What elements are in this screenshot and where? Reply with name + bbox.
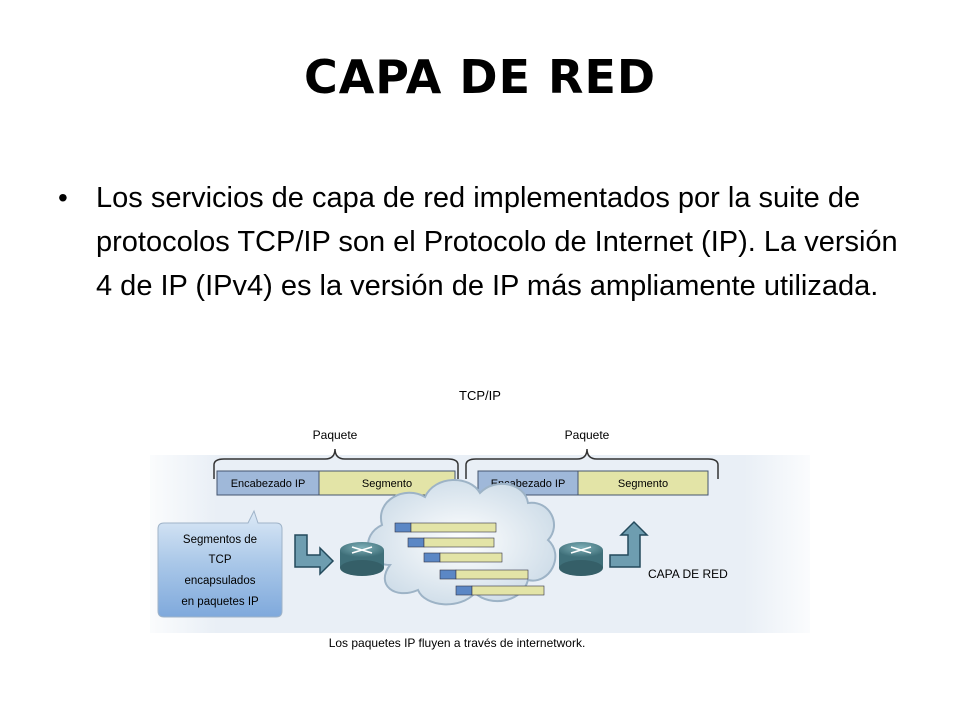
layer-label: CAPA DE RED bbox=[648, 567, 728, 581]
stream-packet-segment bbox=[423, 537, 495, 548]
packet-brace-left bbox=[213, 448, 459, 479]
ip-header-left-box bbox=[216, 470, 320, 496]
packet-label-right: Paquete bbox=[565, 428, 610, 442]
stream-packet-segment bbox=[471, 585, 545, 596]
stream-packet-segment bbox=[439, 552, 503, 563]
stream-packet-header bbox=[394, 522, 412, 533]
segment-right-box bbox=[577, 470, 709, 496]
callout-line-3: encapsulados bbox=[185, 575, 256, 587]
bullet-text: Los servicios de capa de red implementad… bbox=[96, 182, 898, 302]
callout-line-4: en paquetes IP bbox=[181, 596, 259, 608]
packet-label-left: Paquete bbox=[313, 428, 358, 442]
packet-brace-right bbox=[465, 448, 719, 479]
slide-title: CAPA DE RED bbox=[303, 50, 657, 104]
stream-packet-header bbox=[407, 537, 425, 548]
callout-box bbox=[157, 509, 283, 618]
network-layer-diagram: TCP/IP Paquete Paquete Encabezado IP Seg… bbox=[150, 375, 810, 665]
diagram-header: TCP/IP bbox=[459, 388, 501, 403]
diagram-caption: Los paquetes IP fluyen a través de inter… bbox=[329, 636, 586, 650]
stream-packet-header bbox=[439, 569, 457, 580]
diagram-svg: TCP/IP Paquete Paquete Encabezado IP Seg… bbox=[150, 388, 810, 650]
callout-line-1: Segmentos de bbox=[183, 534, 257, 546]
segment-left-label: Segmento bbox=[362, 478, 412, 490]
arrow-into-network-icon bbox=[294, 534, 335, 576]
packet-stream bbox=[394, 522, 545, 596]
bullet-marker: • bbox=[58, 182, 68, 213]
stream-packet-header bbox=[455, 585, 473, 596]
stream-packet-segment bbox=[455, 569, 529, 580]
callout-line-2: TCP bbox=[209, 554, 232, 566]
bullet-list: • Los servicios de capa de red implement… bbox=[58, 176, 918, 308]
router-right-icon bbox=[559, 542, 603, 576]
ip-header-left-label: Encabezado IP bbox=[231, 478, 306, 490]
segment-right-label: Segmento bbox=[618, 478, 668, 490]
router-left-icon bbox=[340, 542, 384, 576]
stream-packet-segment bbox=[410, 522, 497, 533]
stream-packet-header bbox=[423, 552, 441, 563]
arrow-out-of-network-icon bbox=[609, 520, 649, 568]
